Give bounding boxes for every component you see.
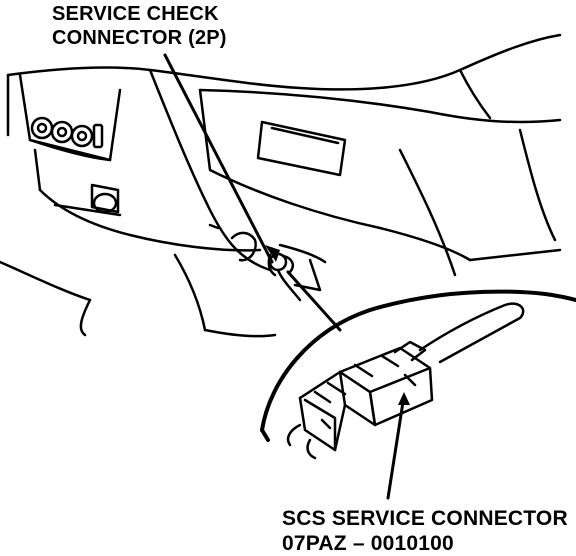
dashboard-illustration [0,33,562,338]
scs-service-connector-part-number: 07PAZ – 0010100 [282,532,454,555]
scs-service-connector-illustration [286,302,525,460]
scs-service-connector-label-line1: SCS SERVICE CONNECTOR [282,507,568,530]
service-check-connector-illustration [267,252,302,302]
service-check-connector-label-line2: CONNECTOR (2P) [52,27,227,49]
magnified-view-boundary [260,289,576,442]
service-check-connector-label-line1: SERVICE CHECK [52,3,219,25]
leader-lines [163,53,410,500]
